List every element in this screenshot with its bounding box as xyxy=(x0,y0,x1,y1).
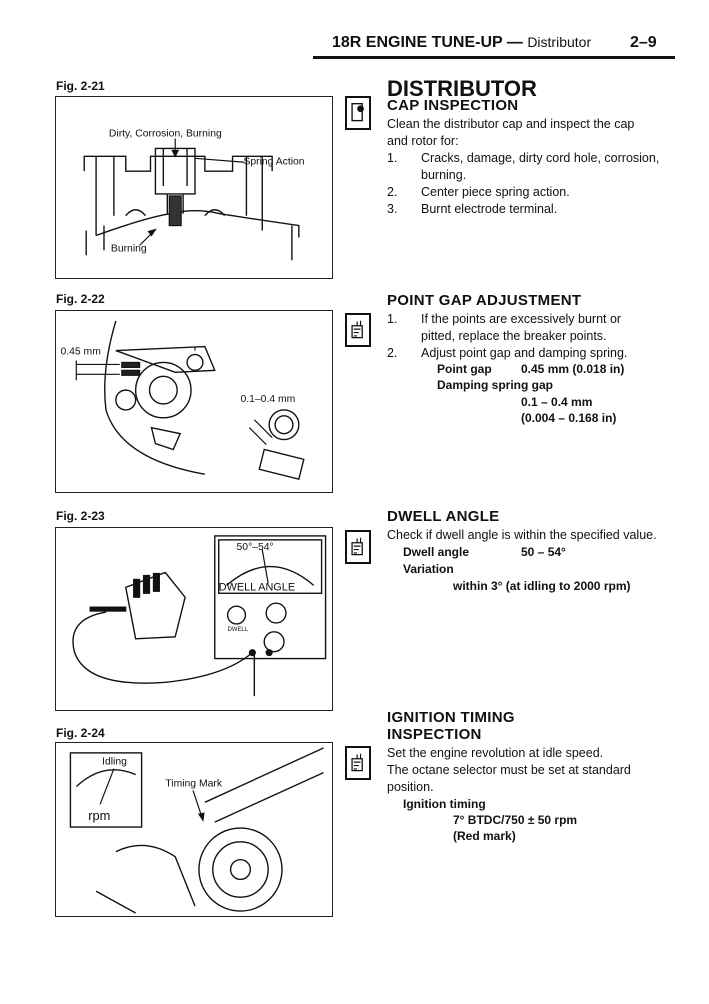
spec-point-gap-label: Point gap xyxy=(437,362,492,376)
adjust-hand-icon xyxy=(345,530,371,564)
callout-dirty-corrosion: Dirty, Corrosion, Burning xyxy=(109,129,222,140)
callout-burning: Burning xyxy=(111,243,147,254)
fig-2-22-label: Fig. 2-22 xyxy=(56,292,105,306)
point-gap-item-1-num: 1. xyxy=(387,312,398,326)
meter-scale: 50°–54° xyxy=(237,542,274,553)
callout-timing-mark: Timing Mark xyxy=(165,778,222,789)
header-dash: — xyxy=(506,34,523,51)
header-rule xyxy=(313,56,675,59)
spec-dwell-value: 50 – 54° xyxy=(521,545,566,559)
point-gap-drawing: 0.45 mm 0.1–0.4 mm xyxy=(60,320,305,480)
cap-item-3-num: 3. xyxy=(387,202,398,216)
inspect-icon xyxy=(345,96,371,130)
page-number: 2–9 xyxy=(630,34,657,51)
cap-item-1-line1: Cracks, damage, dirty cord hole, corrosi… xyxy=(421,151,660,165)
fig-2-22-point-gap: 0.45 mm 0.1–0.4 mm xyxy=(55,310,333,493)
dwell-angle-heading: DWELL ANGLE xyxy=(387,508,500,525)
spec-damping-value-mm: 0.1 – 0.4 mm xyxy=(521,395,593,409)
gauge-label-idling: Idling xyxy=(102,757,127,768)
callout-point-gap: 0.45 mm xyxy=(60,347,100,358)
cap-intro-2: and rotor for: xyxy=(387,134,459,148)
fig-2-23-dwell-meter: 50°–54° DWELL ANGLE DWELL xyxy=(55,527,333,711)
spec-variation-value: within 3° (at idling to 2000 rpm) xyxy=(453,579,631,593)
timing-mark-drawing: Idling rpm Timing Mark xyxy=(69,747,324,914)
section-title: DISTRIBUTOR xyxy=(387,76,537,101)
cap-item-2-num: 2. xyxy=(387,185,398,199)
spec-damping-label: Damping spring gap xyxy=(437,378,554,392)
fig-2-23-label: Fig. 2-23 xyxy=(56,509,105,523)
spec-variation-label: Variation xyxy=(403,562,454,576)
timing-line-2: The octane selector must be set at stand… xyxy=(387,763,631,777)
fig-2-21-label: Fig. 2-21 xyxy=(56,79,105,93)
spec-timing-note: (Red mark) xyxy=(453,829,516,843)
distributor-cap-drawing: Dirty, Corrosion, Burning Spring Action … xyxy=(83,129,305,261)
timing-line-3: position. xyxy=(387,780,434,794)
running-header: 18R ENGINE TUNE-UP — Distributor xyxy=(332,34,591,52)
adjust-hand-icon xyxy=(345,746,371,780)
header-section: Distributor xyxy=(527,34,592,50)
cap-inspection-heading: CAP INSPECTION xyxy=(387,97,519,114)
fig-2-21-distributor-cap: Dirty, Corrosion, Burning Spring Action … xyxy=(55,96,333,279)
spec-dwell-label: Dwell angle xyxy=(403,545,470,559)
point-gap-item-1-line1: If the points are excessively burnt or xyxy=(421,312,622,326)
callout-spring-action: Spring Action xyxy=(243,156,304,167)
meter-dial-label: DWELL xyxy=(228,627,249,633)
ignition-timing-heading: IGNITION TIMING xyxy=(387,709,515,726)
callout-spring-gap: 0.1–0.4 mm xyxy=(240,394,295,405)
ignition-timing-heading-2: INSPECTION xyxy=(387,726,482,743)
point-gap-item-1-line2: pitted, replace the breaker points. xyxy=(421,329,607,343)
fig-2-24-label: Fig. 2-24 xyxy=(56,726,105,740)
point-gap-item-2-line1: Adjust point gap and damping spring. xyxy=(421,346,628,360)
dwell-intro: Check if dwell angle is within the speci… xyxy=(387,528,657,542)
header-title: 18R ENGINE TUNE-UP xyxy=(332,34,503,51)
gauge-label-rpm: rpm xyxy=(88,808,110,823)
spec-timing-label: Ignition timing xyxy=(403,797,486,811)
point-gap-heading: POINT GAP ADJUSTMENT xyxy=(387,292,582,309)
point-gap-item-2-num: 2. xyxy=(387,346,398,360)
cap-intro-1: Clean the distributor cap and inspect th… xyxy=(387,117,635,131)
adjust-hand-icon xyxy=(345,313,371,347)
spec-damping-value-in: (0.004 – 0.168 in) xyxy=(521,411,617,425)
spec-point-gap-value: 0.45 mm (0.018 in) xyxy=(521,362,625,376)
cap-item-1-num: 1. xyxy=(387,151,398,165)
cap-item-3-line1: Burnt electrode terminal. xyxy=(421,202,558,216)
meter-title: DWELL ANGLE xyxy=(219,581,295,593)
cap-item-2-line1: Center piece spring action. xyxy=(421,185,570,199)
cap-item-1-line2: burning. xyxy=(421,168,467,182)
timing-line-1: Set the engine revolution at idle speed. xyxy=(387,746,604,760)
dwell-meter-drawing: 50°–54° DWELL ANGLE DWELL xyxy=(72,535,327,697)
spec-timing-value: 7° BTDC/750 ± 50 rpm xyxy=(453,813,578,827)
fig-2-24-timing-mark: Idling rpm Timing Mark xyxy=(55,742,333,917)
